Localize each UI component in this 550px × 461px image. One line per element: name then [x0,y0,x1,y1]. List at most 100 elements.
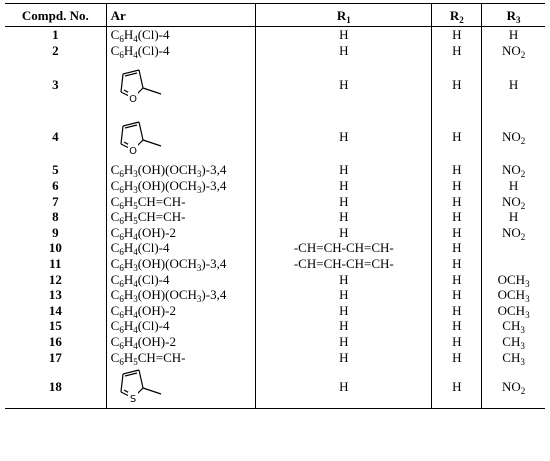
r2-cell: H [431,26,482,43]
r2-cell: H [431,240,482,256]
header-r3: R3 [481,3,545,27]
ar-cell: C6H3(OH)(OCH3)-3,4 [105,255,256,273]
ar-cell: C6H3(OH)(OCH3)-3,4 [105,177,256,195]
r1-cell: H [255,333,432,350]
r3-cell: NO2 [481,162,545,179]
r1-cell: H [255,208,432,225]
r2-cell: H [431,177,482,194]
r3-cell: NO2 [481,193,545,210]
compound-number: 7 [52,193,59,209]
r3-cell: NO2 [481,110,545,163]
ar-cell: C6H4(Cl)-4 [105,271,256,288]
compound-number: 9 [52,224,59,240]
ar-cell: C6H5CH=CH- [105,208,256,226]
ar-cell: C6H4(OH)-2 [105,333,256,351]
ring-heteroatom-label: O [129,146,137,157]
r2-cell: H [431,349,482,365]
header-r1: R1 [255,3,432,27]
ar-cell: O [105,110,256,163]
r2-cell: H [431,302,482,319]
ar-cell: C6H3(OH)(OCH3)-3,4 [105,286,256,304]
ar-cell: C6H4(Cl)-4 [105,240,256,257]
2-methylfuran-icon: O [120,121,161,157]
r2-cell: H [431,110,482,163]
compound-number: 11 [49,256,62,272]
ar-cell: C6H4(OH)-2 [105,224,256,241]
r3-cell: OCH3 [481,286,545,304]
r1-cell: H [255,364,432,409]
compound-number: 1 [52,27,59,43]
r3-cell: CH3 [481,318,545,335]
r2-cell: H [431,42,482,59]
compound-number: 16 [48,334,62,350]
header-r3-sub: 3 [516,14,521,25]
compound-number: 2 [52,42,59,58]
r1-cell: H [255,224,432,241]
r1-cell: H [255,162,432,178]
r2-cell: H [431,333,482,350]
r2-cell: H [431,58,482,111]
r3-cell: H [481,58,545,111]
r2-cell: H [431,224,482,241]
r3-cell: H [481,177,545,194]
r2-cell: H [431,208,482,225]
ar-cell: C6H5CH=CH- [105,349,256,366]
compound-number: 13 [48,287,62,303]
compound-number: 17 [48,349,62,365]
r1-cell: H [255,26,432,43]
ar-cell: S [105,364,256,409]
r1-cell: H [255,302,432,319]
compound-number: 14 [48,302,62,318]
ar-cell: C6H4(Cl)-4 [105,26,256,44]
2-methylfuran-icon: O [120,69,161,105]
r2-cell: H [431,162,482,178]
header-r2-base: R [449,7,460,23]
r3-cell: NO2 [481,224,545,241]
ar-cell: O [105,58,256,111]
r1-cell: H [255,177,432,194]
header-r2: R2 [431,3,482,27]
r1-cell: H [255,58,432,111]
r2-cell: H [431,364,482,409]
r3-cell: OCH3 [481,302,545,319]
table-row: 10 C6H4(Cl)-4-CH=CH-CH=CH-H [5,240,545,257]
compound-number: 10 [48,240,62,256]
r1-cell: H [255,349,432,365]
compound-number: 6 [52,178,59,194]
r3-cell: OCH3 [481,271,545,288]
r2-cell: H [431,271,482,287]
header-r1-sub: 1 [346,14,351,25]
r2-cell: H [431,318,482,334]
r1-cell: H [255,318,432,334]
r1-cell: -CH=CH-CH=CH- [255,255,432,272]
compound-number: 5 [52,162,59,178]
compound-number: 18 [5,364,107,409]
r2-cell: H [431,286,482,303]
compound-number: 12 [48,271,62,287]
r1-cell: -CH=CH-CH=CH- [255,240,432,256]
header-compd-no: Compd. No. [5,3,107,27]
header-ar: Ar [105,3,256,27]
r1-cell: H [255,110,432,163]
r3-cell: CH3 [481,349,545,366]
r1-cell: H [255,42,432,59]
ring-heteroatom-label: S [129,394,135,405]
